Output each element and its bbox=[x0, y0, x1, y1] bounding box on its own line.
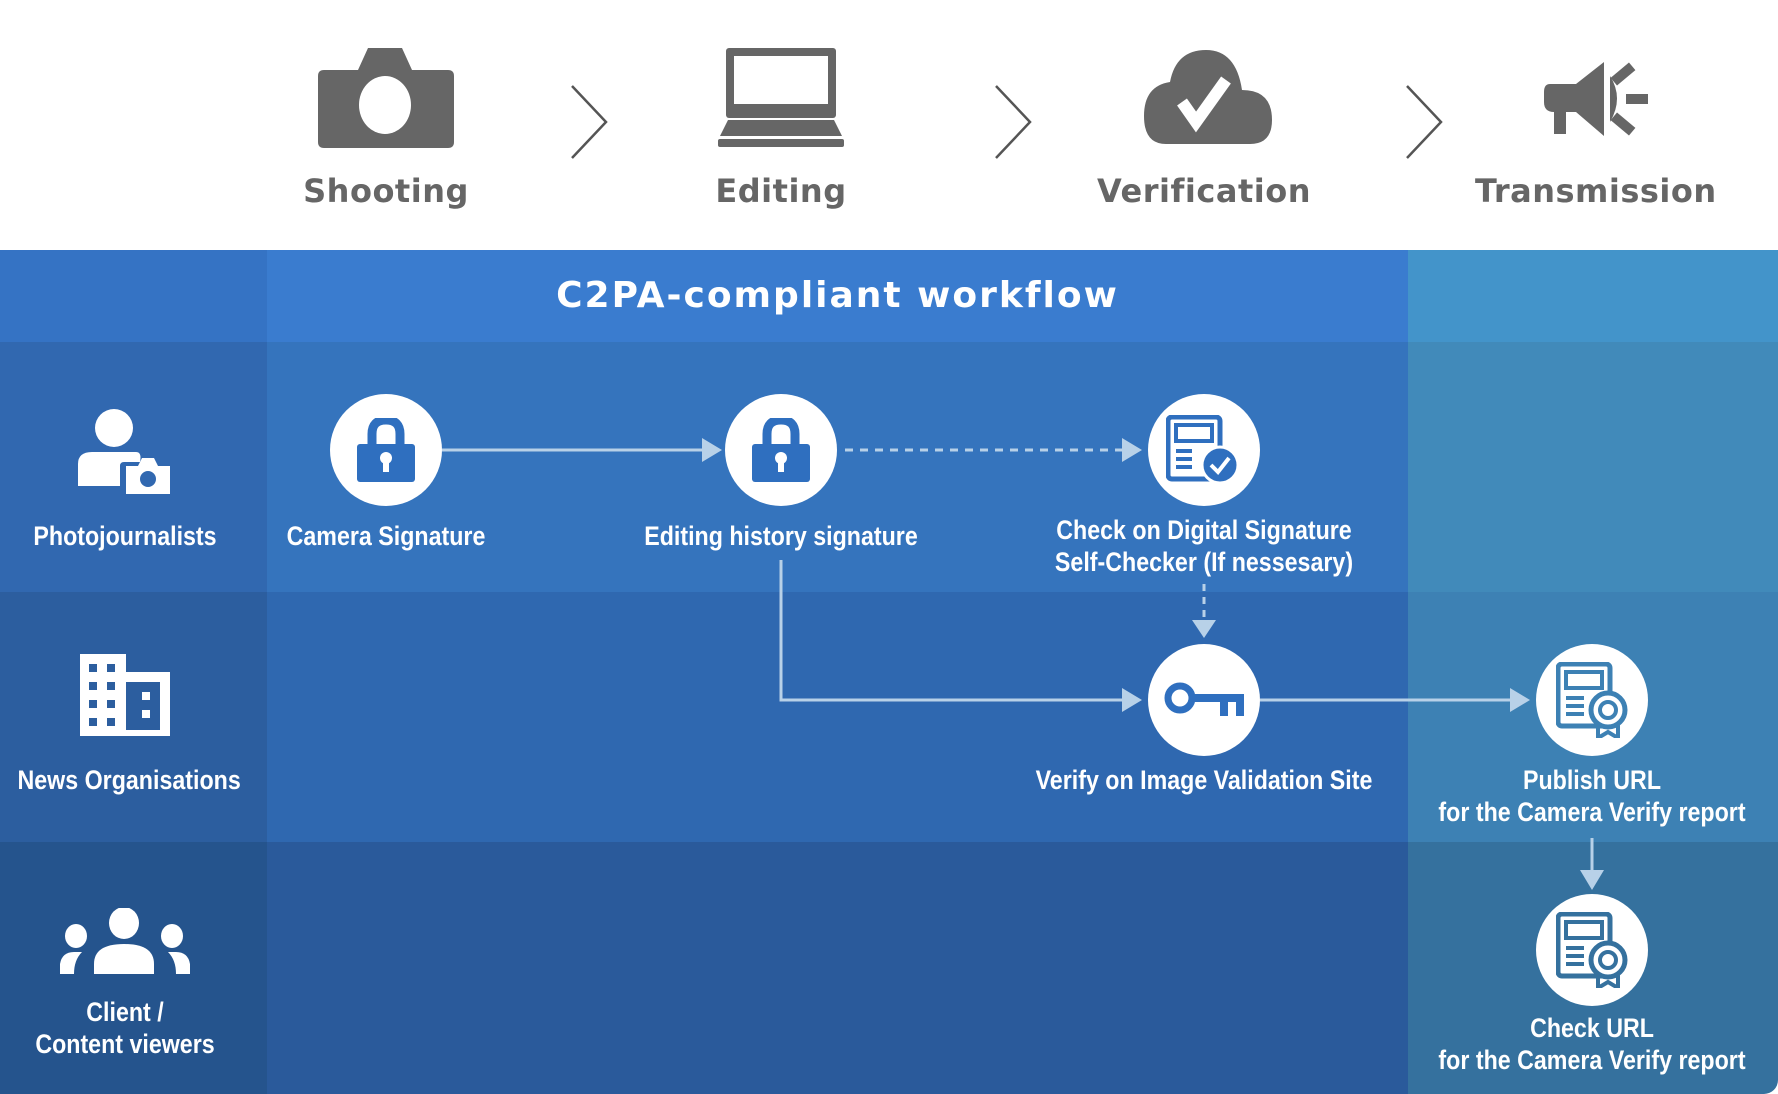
step-node bbox=[1148, 394, 1260, 506]
actor-label: Photojournalists bbox=[33, 521, 217, 551]
stage-label-shooting: Shooting bbox=[303, 172, 469, 210]
chevron-right-icon bbox=[571, 85, 608, 159]
camera-icon bbox=[318, 48, 454, 152]
row-photojournalists-right bbox=[1408, 342, 1778, 592]
arrow-validation-to-publish bbox=[1260, 688, 1530, 712]
step-label-line1: Publish URL bbox=[1522, 765, 1662, 795]
actor-label-line1: Client / bbox=[86, 997, 164, 1027]
lock-icon bbox=[357, 418, 415, 482]
step-node bbox=[1536, 894, 1648, 1006]
header-band-left bbox=[0, 250, 267, 342]
arrow-publish-to-checkurl bbox=[1580, 838, 1604, 890]
arrow-editing-to-selfcheck bbox=[845, 438, 1142, 462]
step-label-line1: Check URL bbox=[1530, 1013, 1654, 1043]
actor-label-line2: Content viewers bbox=[35, 1029, 215, 1059]
actor-label: News Organisations bbox=[17, 765, 241, 795]
laptop-icon bbox=[718, 48, 844, 152]
row-clients bbox=[267, 842, 1408, 1094]
megaphone-icon bbox=[1540, 54, 1650, 148]
lock-icon bbox=[752, 418, 810, 482]
arrow-selfcheck-to-validation bbox=[1192, 584, 1216, 638]
header-band-right bbox=[1408, 250, 1778, 342]
step-node bbox=[1148, 644, 1260, 756]
stage-label-editing: Editing bbox=[715, 172, 847, 210]
step-label: Verify on Image Validation Site bbox=[1035, 765, 1373, 795]
stage-label-transmission: Transmission bbox=[1475, 172, 1717, 210]
stage-label-verification: Verification bbox=[1097, 172, 1311, 210]
group-icon bbox=[60, 907, 190, 978]
arrow-camera-to-editing bbox=[442, 438, 722, 462]
chevron-right-icon bbox=[1406, 85, 1443, 159]
step-node bbox=[725, 394, 837, 506]
step-label-line2: for the Camera Verify report bbox=[1438, 1045, 1746, 1075]
arrow-editing-to-validation bbox=[779, 560, 1142, 712]
certificate-icon bbox=[1556, 662, 1628, 738]
key-icon bbox=[1164, 682, 1244, 716]
chevron-right-icon bbox=[995, 85, 1032, 159]
building-icon bbox=[80, 654, 170, 740]
step-label-line2: for the Camera Verify report bbox=[1438, 797, 1746, 827]
cloud-check-icon bbox=[1144, 50, 1272, 148]
step-label: Camera Signature bbox=[286, 521, 486, 551]
step-node bbox=[330, 394, 442, 506]
workflow-title: C2PA-compliant workflow bbox=[556, 275, 1119, 316]
document-check-icon bbox=[1166, 415, 1240, 485]
step-label-line2: Self-Checker (If nessesary) bbox=[1054, 547, 1354, 577]
photographer-icon bbox=[76, 408, 172, 498]
step-label-line1: Check on Digital Signature bbox=[1056, 515, 1352, 545]
step-label: Editing history signature bbox=[644, 521, 918, 551]
step-node bbox=[1536, 644, 1648, 756]
header-band bbox=[267, 250, 1408, 342]
certificate-icon bbox=[1556, 912, 1628, 988]
